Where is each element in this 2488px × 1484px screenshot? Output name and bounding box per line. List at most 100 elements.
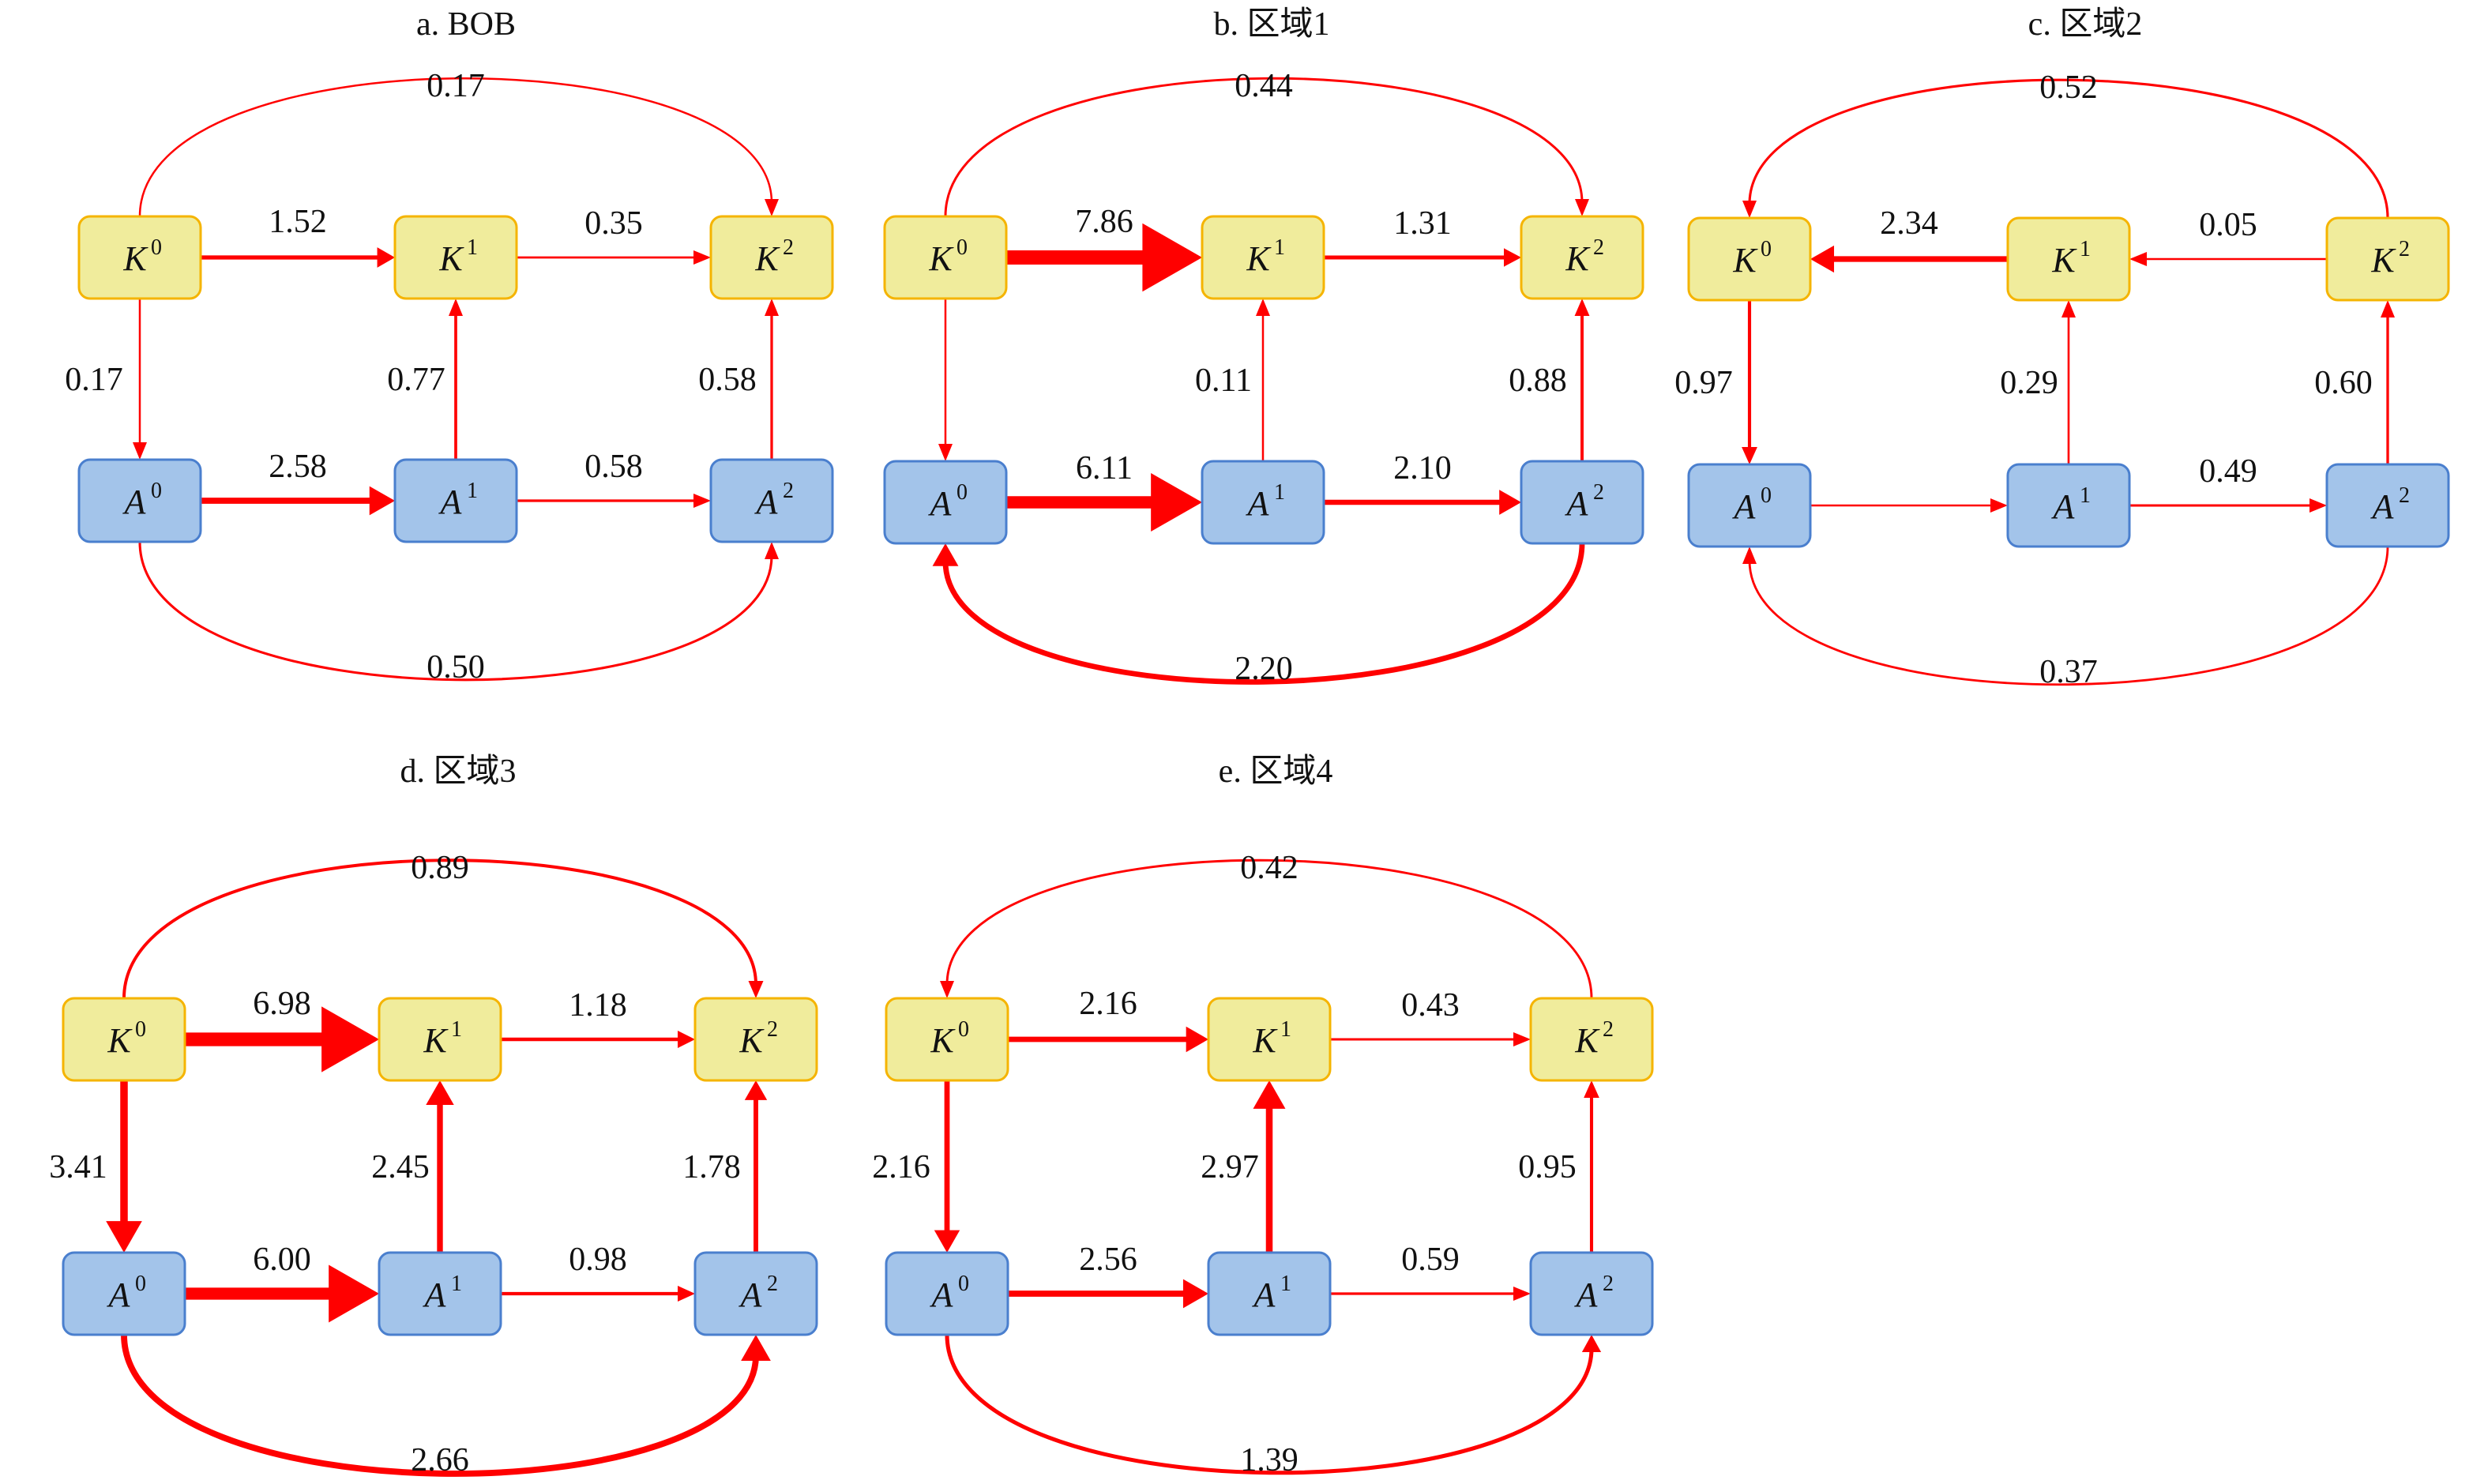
arrow-head (932, 543, 959, 566)
node-superscript: 0 (956, 235, 968, 260)
node-label: A (1732, 487, 1757, 526)
arrow-head (1186, 1026, 1208, 1053)
edge-a0-to-a2: 0.50 (138, 541, 779, 686)
edge-line (121, 1334, 759, 1477)
node-superscript: 1 (2080, 483, 2091, 508)
edge-a1-to-a2: 0.59 (1330, 1242, 1531, 1301)
node-label: A (754, 483, 779, 521)
node-box (1201, 460, 1325, 545)
edge-line (942, 543, 1585, 685)
arrow-head (2061, 300, 2076, 317)
node-label: K (122, 239, 148, 278)
edge-line (944, 77, 1584, 217)
edge-label: 1.31 (1393, 205, 1452, 242)
edge-k0-to-a0: 0.17 (65, 299, 147, 460)
node-box (693, 997, 818, 1082)
edge-label: 0.05 (2199, 207, 2257, 243)
edge-k0-to-a0 (938, 299, 953, 461)
edge-label: 2.34 (1880, 205, 1938, 242)
edge-a2-to-a0: 2.20 (932, 543, 1585, 687)
node-box (77, 458, 202, 543)
edge-label: 0.59 (1401, 1242, 1460, 1278)
edge-a0-to-a1: 6.11 (1006, 450, 1202, 532)
edge-k0-to-k1: 7.86 (1006, 204, 1202, 292)
node-label: K (2370, 241, 2396, 280)
edge-k2-to-k0: 0.42 (940, 850, 1593, 999)
node-label: A (438, 483, 463, 521)
edge-label: 0.60 (2314, 365, 2373, 401)
arrow-head (744, 1080, 768, 1100)
node-label: A (2370, 487, 2395, 526)
node-superscript: 1 (1280, 1272, 1291, 1296)
node-label: A (423, 1275, 447, 1314)
arrow-head (449, 299, 463, 316)
node-label: K (1574, 1021, 1600, 1060)
node-superscript: 1 (467, 235, 478, 260)
edge-a1-to-a2: 0.98 (501, 1242, 695, 1302)
node-superscript: 0 (135, 1272, 146, 1296)
edge-k2-to-k0: 0.52 (1742, 70, 2389, 219)
edge-label: 2.58 (269, 449, 327, 485)
node-superscript: 0 (958, 1272, 969, 1296)
edge-a1-to-a2: 0.49 (2129, 453, 2327, 513)
node-label: K (1565, 239, 1591, 278)
edge-label: 7.86 (1075, 204, 1133, 240)
arrow-head (1513, 1287, 1531, 1301)
arrow-head (1142, 223, 1202, 292)
node-superscript: 1 (2080, 237, 2091, 261)
node-superscript: 2 (767, 1017, 778, 1042)
edge-k0-to-k2: 0.17 (138, 68, 779, 217)
arrow-head (1584, 1080, 1599, 1098)
edge-label: 2.56 (1079, 1242, 1137, 1278)
arrow-head (693, 250, 711, 265)
arrow-head (748, 981, 764, 998)
arrow-head (1574, 299, 1590, 316)
node-box (393, 215, 518, 300)
node-box (1687, 216, 1812, 302)
node-label: K (2051, 241, 2077, 280)
edge-k1-to-k0: 2.34 (1810, 205, 2008, 273)
node-box (709, 458, 834, 543)
node-box (2006, 463, 2131, 548)
arrow-head (765, 199, 779, 216)
edge-k1-to-k2: 1.31 (1324, 205, 1521, 267)
edge-label: 2.45 (371, 1149, 430, 1185)
arrow-head (321, 1006, 379, 1073)
node-label: K (1732, 241, 1758, 280)
node-box (1520, 460, 1644, 545)
edge-label: 0.44 (1235, 68, 1293, 104)
arrow-head (2309, 498, 2327, 513)
edge-label: 2.20 (1235, 651, 1293, 687)
arrow-head (1182, 1279, 1208, 1309)
edge-k0-to-k1: 1.52 (201, 204, 395, 268)
edge-label: 0.49 (2199, 453, 2257, 490)
node-superscript: 0 (151, 235, 162, 260)
edge-label: 6.98 (253, 986, 311, 1022)
node-superscript: 1 (1280, 1017, 1291, 1042)
edge-label: 3.41 (49, 1149, 107, 1185)
edge-label: 2.16 (872, 1149, 930, 1185)
node-label: A (122, 483, 147, 521)
node-box (2006, 216, 2131, 302)
node-superscript: 1 (1274, 480, 1285, 505)
node-label: K (107, 1021, 133, 1060)
node-label: K (423, 1021, 449, 1060)
edge-a1-to-a2: 0.58 (517, 449, 711, 508)
panel-title: b. 区域1 (1213, 6, 1329, 43)
